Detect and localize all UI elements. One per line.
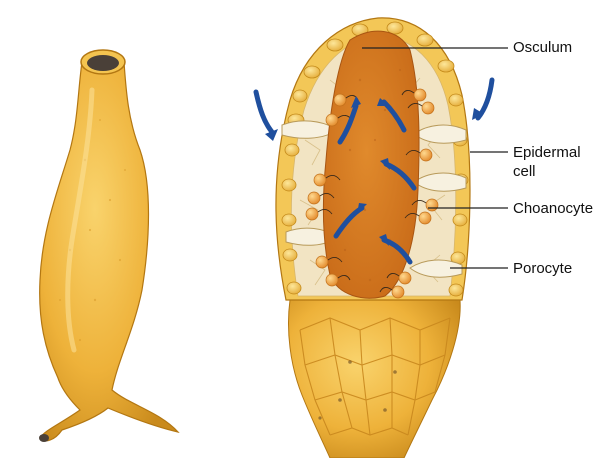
epidermal-label-line2: cell (513, 162, 581, 181)
epidermal-cell-label: Epidermal cell (513, 143, 581, 181)
choanocyte-label-text: Choanocyte (513, 199, 593, 218)
choanocyte-label: Choanocyte (513, 199, 593, 218)
porocyte-label-text: Porocyte (513, 259, 572, 278)
curved-arrow-icon (256, 92, 272, 132)
porocyte-label: Porocyte (513, 259, 572, 278)
osculum-label: Osculum (513, 38, 572, 57)
whole-sponge-body (40, 55, 178, 441)
whole-sponge (39, 50, 178, 442)
epidermal-label-line1: Epidermal (513, 143, 581, 162)
osculum-label-text: Osculum (513, 38, 572, 57)
sponge-cross-section (256, 18, 508, 458)
